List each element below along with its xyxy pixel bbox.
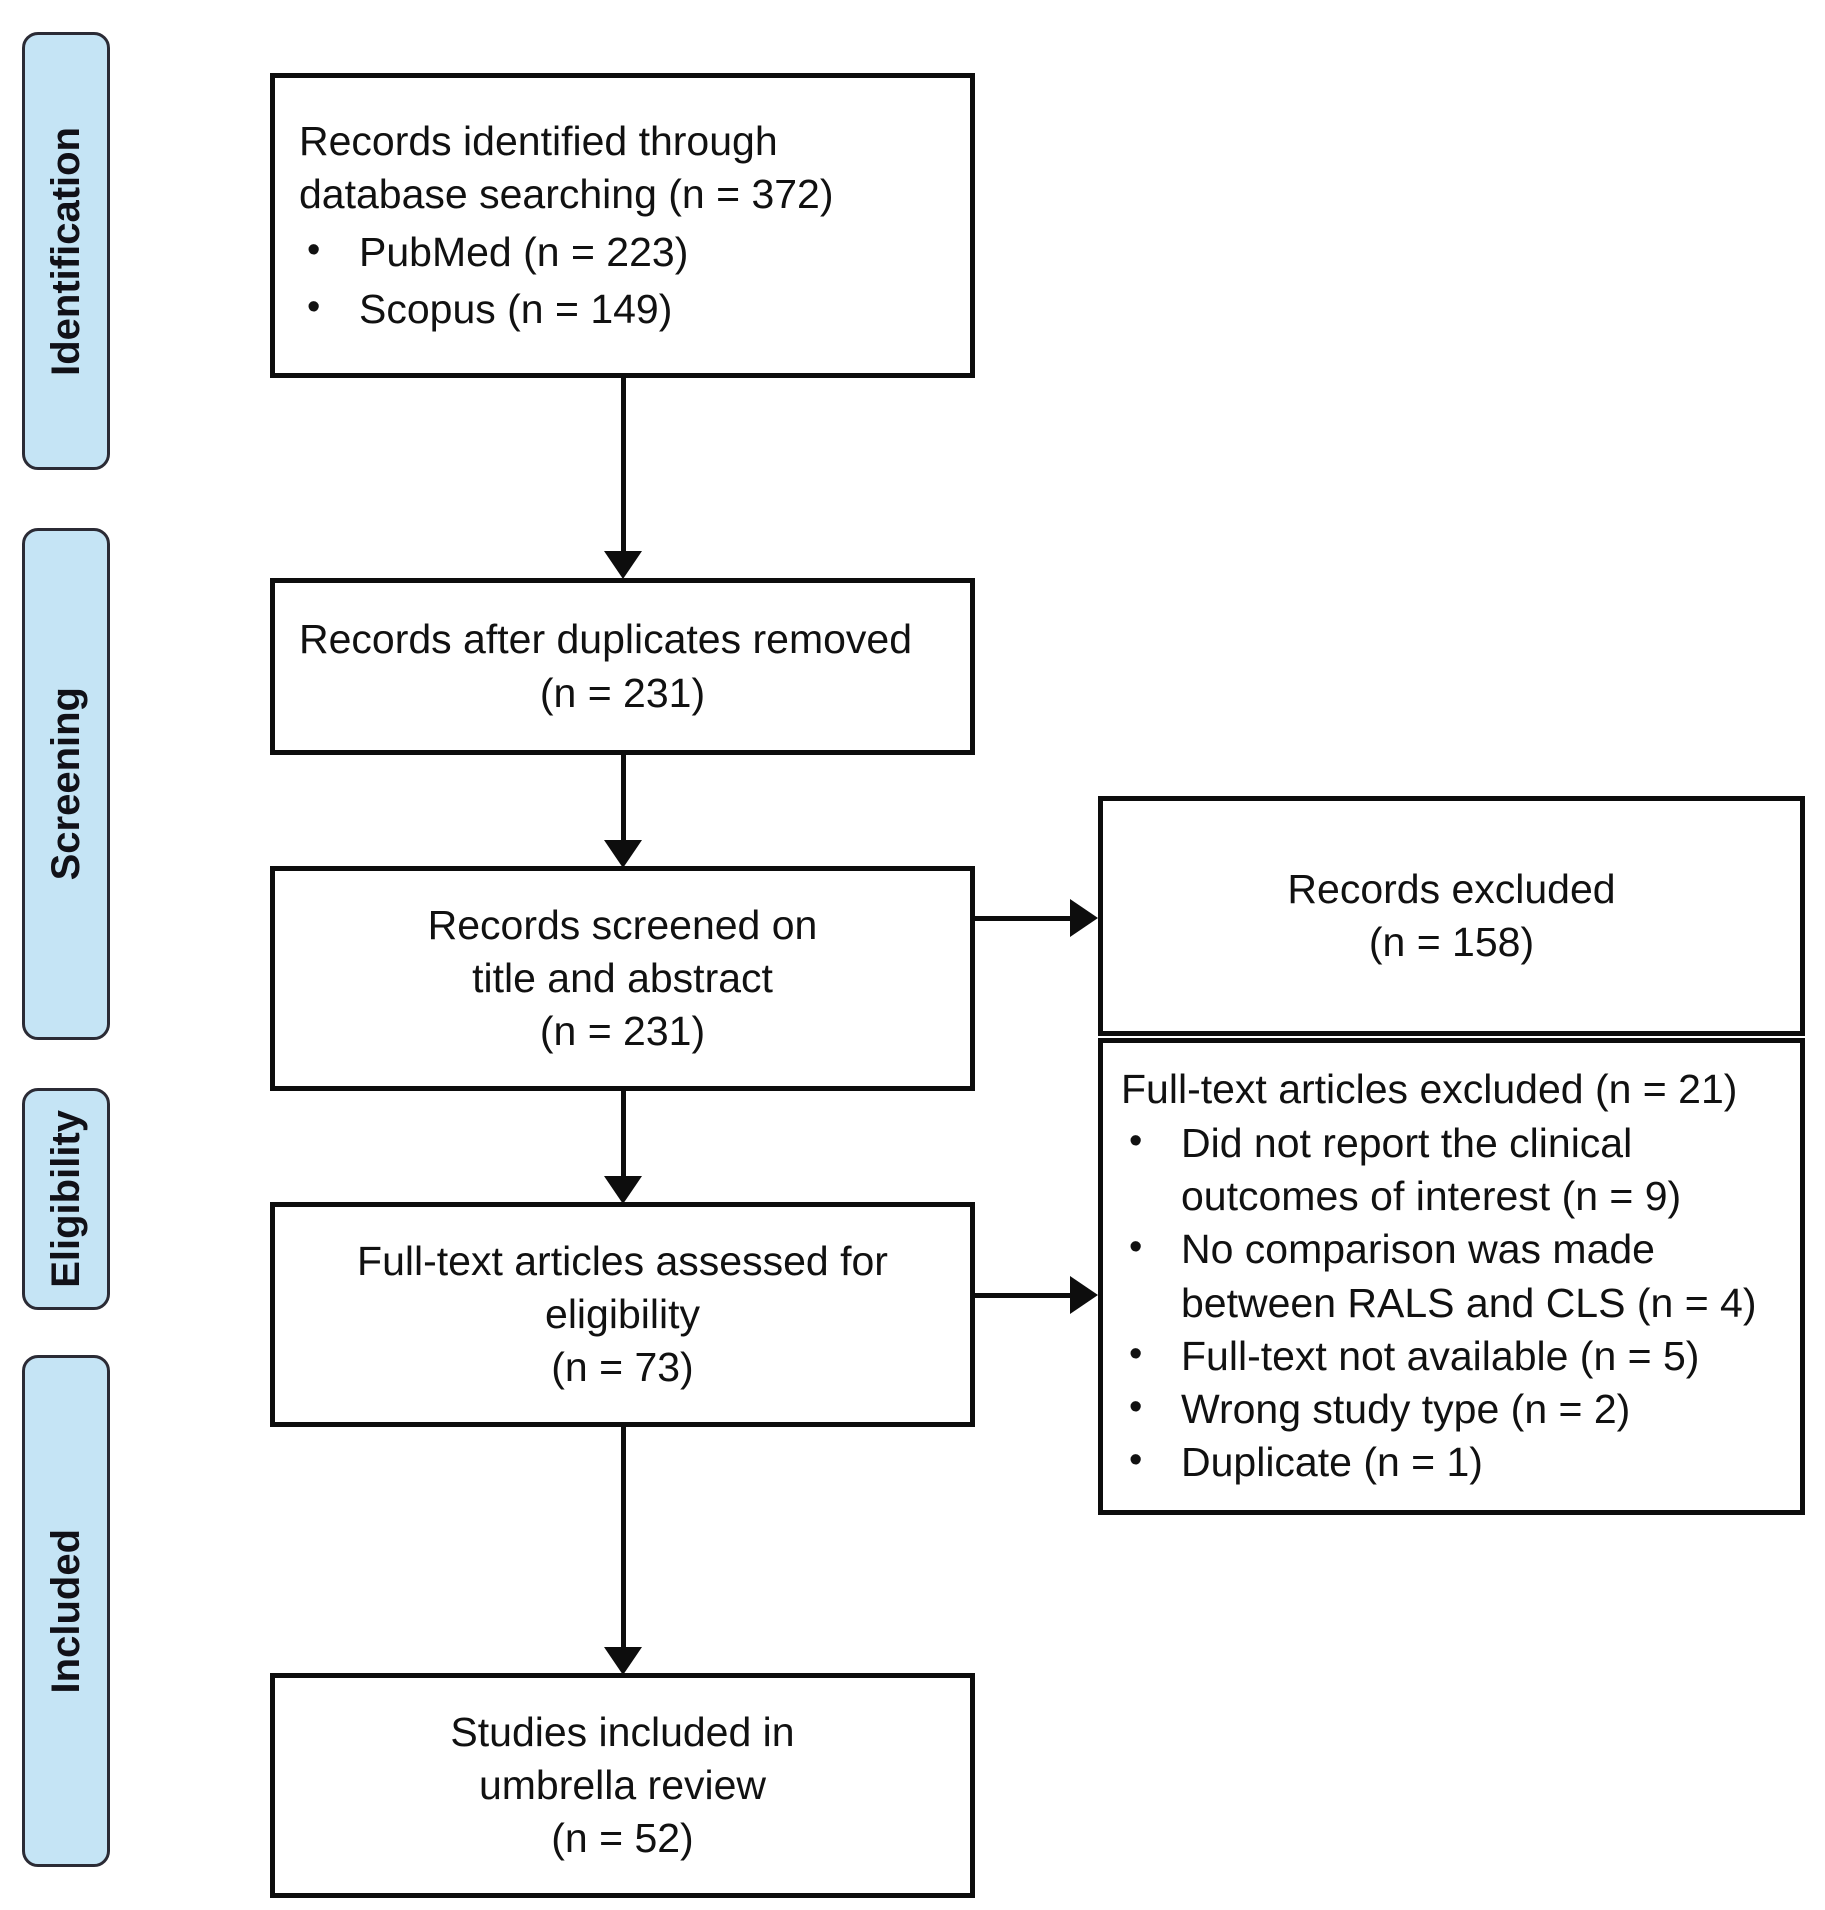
connector-identified-to-duplicates	[621, 378, 626, 561]
connector-fulltext-to-excluded	[975, 1293, 1075, 1298]
bullet-icon: •	[307, 285, 321, 328]
studies-included-line3: (n = 52)	[551, 1815, 694, 1862]
source-scopus: Scopus (n = 149)	[359, 285, 673, 332]
box-records-after-duplicates: Records after duplicates removed (n = 23…	[270, 578, 975, 755]
reason-not-available: Full-text not available (n = 5)	[1181, 1332, 1700, 1379]
stage-pill-identification: Identification	[22, 32, 110, 470]
after-duplicates-line2: (n = 231)	[539, 669, 706, 716]
arrow-identified-to-duplicates	[604, 551, 642, 579]
fulltext-assessed-line2: eligibility	[545, 1290, 700, 1337]
box-fulltext-assessed: Full-text articles assessed for eligibil…	[270, 1202, 975, 1427]
after-duplicates-line1: Records after duplicates removed	[299, 616, 913, 663]
list-item: • Scopus (n = 149)	[299, 283, 946, 336]
reason-wrong-study-type: Wrong study type (n = 2)	[1181, 1386, 1631, 1433]
bullet-icon: •	[1129, 1439, 1143, 1482]
records-excluded-line2: (n = 158)	[1368, 919, 1535, 965]
stage-label-screening: Screening	[43, 687, 88, 881]
fulltext-excluded-reason-list: • Did not report the clinical outcomes o…	[1121, 1117, 1782, 1490]
arrow-screened-to-excluded	[1070, 899, 1098, 937]
records-screened-line2: title and abstract	[472, 954, 773, 1001]
studies-included-line2: umbrella review	[478, 1761, 767, 1808]
records-excluded-line1: Records excluded	[1287, 865, 1616, 912]
records-identified-line1: Records identified through	[299, 117, 778, 164]
connector-screened-to-fulltext	[621, 1091, 626, 1186]
box-studies-included: Studies included in umbrella review (n =…	[270, 1673, 975, 1898]
fulltext-assessed-line1: Full-text articles assessed for	[357, 1237, 888, 1284]
box-records-identified: Records identified through database sear…	[270, 73, 975, 378]
stage-label-eligibility: Eligibility	[43, 1110, 88, 1288]
box-records-excluded: Records excluded (n = 158)	[1098, 796, 1805, 1036]
reason-duplicate: Duplicate (n = 1)	[1181, 1439, 1483, 1486]
records-identified-source-list: • PubMed (n = 223) • Scopus (n = 149)	[299, 222, 946, 337]
records-screened-line1: Records screened on	[427, 901, 818, 948]
arrow-fulltext-to-excluded	[1070, 1276, 1098, 1314]
bullet-icon: •	[1129, 1332, 1143, 1375]
stage-pill-eligibility: Eligibility	[22, 1088, 110, 1310]
fulltext-excluded-heading: Full-text articles excluded (n = 21)	[1121, 1066, 1738, 1113]
studies-included-line1: Studies included in	[450, 1708, 795, 1755]
connector-duplicates-to-screened	[621, 755, 626, 850]
stage-pill-screening: Screening	[22, 528, 110, 1040]
connector-fulltext-to-included	[621, 1427, 626, 1657]
list-item: • Full-text not available (n = 5)	[1121, 1330, 1782, 1383]
stage-pill-included: Included	[22, 1355, 110, 1867]
arrow-screened-to-fulltext	[604, 1176, 642, 1204]
arrow-fulltext-to-included	[604, 1647, 642, 1675]
list-item: • Did not report the clinical outcomes o…	[1121, 1117, 1782, 1224]
fulltext-assessed-line3: (n = 73)	[551, 1344, 694, 1391]
bullet-icon: •	[307, 228, 321, 271]
stage-label-identification: Identification	[43, 126, 88, 376]
box-fulltext-excluded: Full-text articles excluded (n = 21) • D…	[1098, 1038, 1805, 1515]
box-records-screened: Records screened on title and abstract (…	[270, 866, 975, 1091]
arrow-duplicates-to-screened	[604, 840, 642, 868]
reason-no-outcomes: Did not report the clinical outcomes of …	[1181, 1119, 1682, 1219]
stage-label-included: Included	[43, 1528, 88, 1694]
list-item: • No comparison was made between RALS an…	[1121, 1223, 1782, 1330]
list-item: • Wrong study type (n = 2)	[1121, 1383, 1782, 1436]
records-identified-line2: database searching (n = 372)	[299, 171, 834, 218]
bullet-icon: •	[1129, 1119, 1143, 1162]
list-item: • PubMed (n = 223)	[299, 226, 946, 279]
records-screened-line3: (n = 231)	[539, 1008, 706, 1055]
bullet-icon: •	[1129, 1226, 1143, 1269]
list-item: • Duplicate (n = 1)	[1121, 1436, 1782, 1489]
reason-no-comparison: No comparison was made between RALS and …	[1181, 1226, 1757, 1326]
bullet-icon: •	[1129, 1386, 1143, 1429]
connector-screened-to-excluded	[975, 916, 1075, 921]
source-pubmed: PubMed (n = 223)	[359, 228, 689, 275]
